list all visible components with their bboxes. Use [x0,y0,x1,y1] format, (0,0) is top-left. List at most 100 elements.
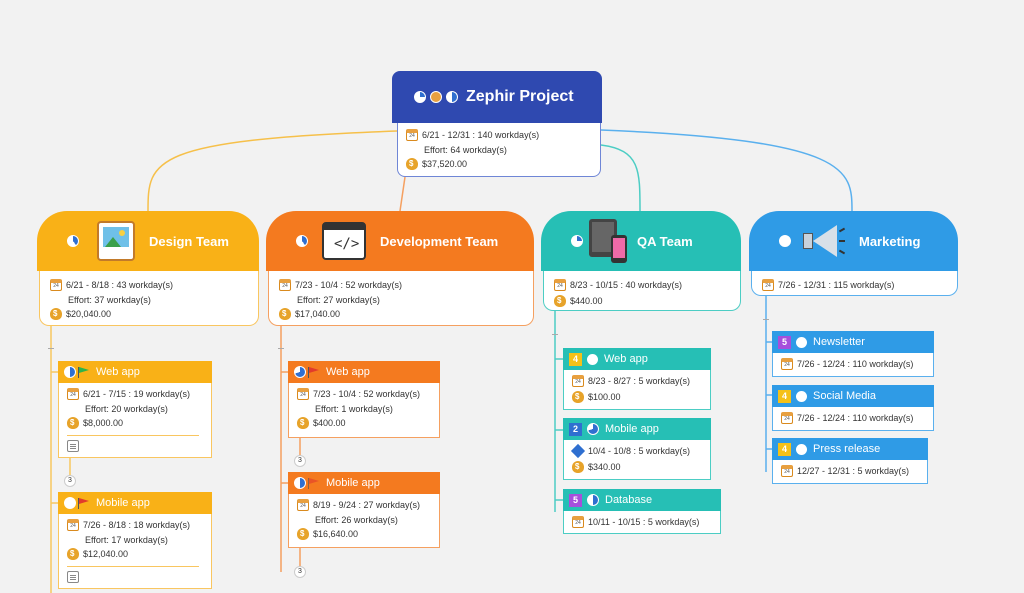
root-topic-header[interactable]: Zephir Project [392,71,602,123]
subtopic-count-badge[interactable]: 3 [64,475,76,487]
design-team-header[interactable]: Design Team [37,211,259,271]
calendar-icon: 24 [297,499,309,511]
money-bag-icon [67,548,79,560]
task-title: Web app [604,353,648,365]
megaphone-icon [799,223,846,259]
qa-task-database[interactable]: 5 Database [563,489,721,511]
pie-progress-icon [796,443,807,455]
design-task-web-app[interactable]: Web app [58,361,212,383]
marketing-team-header[interactable]: Marketing [749,211,958,271]
task-title: Mobile app [326,477,380,489]
money-bag-icon [50,308,62,320]
task-date: 8/19 - 9/24 : 27 workday(s) [313,500,421,510]
task-title: Press release [813,443,881,455]
marketing-date: 7/26 - 12/31 : 115 workday(s) [778,280,895,290]
task-date: 6/21 - 7/15 : 19 workday(s) [83,389,191,399]
calendar-icon: 24 [406,129,418,141]
task-title: Web app [96,366,140,378]
design-task-mobile-app[interactable]: Mobile app [58,492,212,514]
task-title: Newsletter [813,336,865,348]
pie-progress-icon [587,494,599,506]
priority-icon: 2 [569,422,582,436]
code-window-icon: </> [322,222,366,260]
priority-icon: 4 [569,352,582,366]
pie-progress-icon [796,390,807,402]
task-cost: $100.00 [588,392,621,402]
subtopic-count-badge[interactable]: 3 [294,455,306,467]
pie-progress-icon [430,91,442,103]
calendar-icon: 24 [781,465,793,477]
task-title: Social Media [813,390,876,402]
money-bag-icon [67,417,79,429]
pie-progress-icon [571,235,583,247]
task-title: Mobile app [96,497,150,509]
development-team-header[interactable]: </> Development Team [266,211,534,271]
root-effort: Effort: 64 workday(s) [424,144,507,155]
development-task-web-app[interactable]: Web app [288,361,440,383]
note-icon[interactable] [67,440,79,452]
development-date: 7/23 - 10/4 : 52 workday(s) [295,280,403,290]
marketing-task-newsletter-details: 24 7/26 - 12/24 : 110 workday(s) [772,353,934,377]
money-bag-icon [297,528,309,540]
subtopic-count-badge[interactable]: 3 [294,566,306,578]
calendar-icon: 24 [572,516,584,528]
pie-progress-icon [64,366,76,378]
task-cost: $400.00 [313,418,346,428]
pie-progress-icon [67,235,79,247]
money-bag-icon [554,295,566,307]
calendar-icon: 24 [279,279,291,291]
calendar-icon: 24 [762,279,774,291]
qa-task-mobile-app-details: 10/4 - 10/8 : 5 workday(s) $340.00 [563,440,711,480]
qa-task-web-app[interactable]: 4 Web app [563,348,711,370]
root-topic-title: Zephir Project [466,88,574,105]
development-effort: Effort: 27 workday(s) [297,294,380,305]
task-effort: Effort: 20 workday(s) [85,403,168,414]
development-team-details: 24 7/23 - 10/4 : 52 workday(s) Effort: 27… [268,271,534,326]
marketing-task-press-release[interactable]: 4 Press release [772,438,928,460]
qa-team-title: QA Team [637,233,693,249]
marketing-task-social-media[interactable]: 4 Social Media [772,385,934,407]
task-date: 7/26 - 12/24 : 110 workday(s) [797,413,914,423]
flag-icon [308,367,320,378]
task-date: 7/23 - 10/4 : 52 workday(s) [313,389,421,399]
connector-development [399,176,406,212]
priority-icon: 5 [778,335,791,349]
task-date: 7/26 - 12/24 : 110 workday(s) [797,359,914,369]
pie-progress-icon [587,353,598,365]
priority-icon: 4 [778,442,791,456]
qa-team-header[interactable]: QA Team [541,211,741,271]
development-task-mobile-app-details: 24 8/19 - 9/24 : 27 workday(s) Effort: 26… [288,494,440,548]
task-cost: $340.00 [588,462,621,472]
connector-marketing [600,129,853,212]
tablet-phone-icon [589,217,629,265]
calendar-icon: 24 [572,375,584,387]
note-icon[interactable] [67,571,79,583]
money-bag-icon [279,308,291,320]
money-bag-icon [572,461,584,473]
pie-progress-icon [796,336,807,348]
development-team-title: Development Team [380,233,499,249]
qa-task-mobile-app[interactable]: 2 Mobile app [563,418,711,440]
calendar-icon: 24 [781,358,793,370]
task-cost: $16,640.00 [313,529,359,539]
flag-icon [78,367,90,378]
milestone-icon [570,443,586,459]
task-title: Database [605,494,653,506]
flag-icon [78,498,90,509]
task-date: 10/4 - 10/8 : 5 workday(s) [588,446,691,456]
flag-icon [308,478,320,489]
calendar-icon: 24 [67,519,79,531]
marketing-task-newsletter[interactable]: 5 Newsletter [772,331,934,353]
task-date: 7/26 - 8/18 : 18 workday(s) [83,520,191,530]
priority-icon: 5 [569,493,582,507]
pie-progress-icon [294,477,306,489]
development-task-mobile-app[interactable]: Mobile app [288,472,440,494]
pie-progress-icon [446,91,458,103]
development-cost: $17,040.00 [295,309,341,319]
task-effort: Effort: 26 workday(s) [315,514,398,525]
